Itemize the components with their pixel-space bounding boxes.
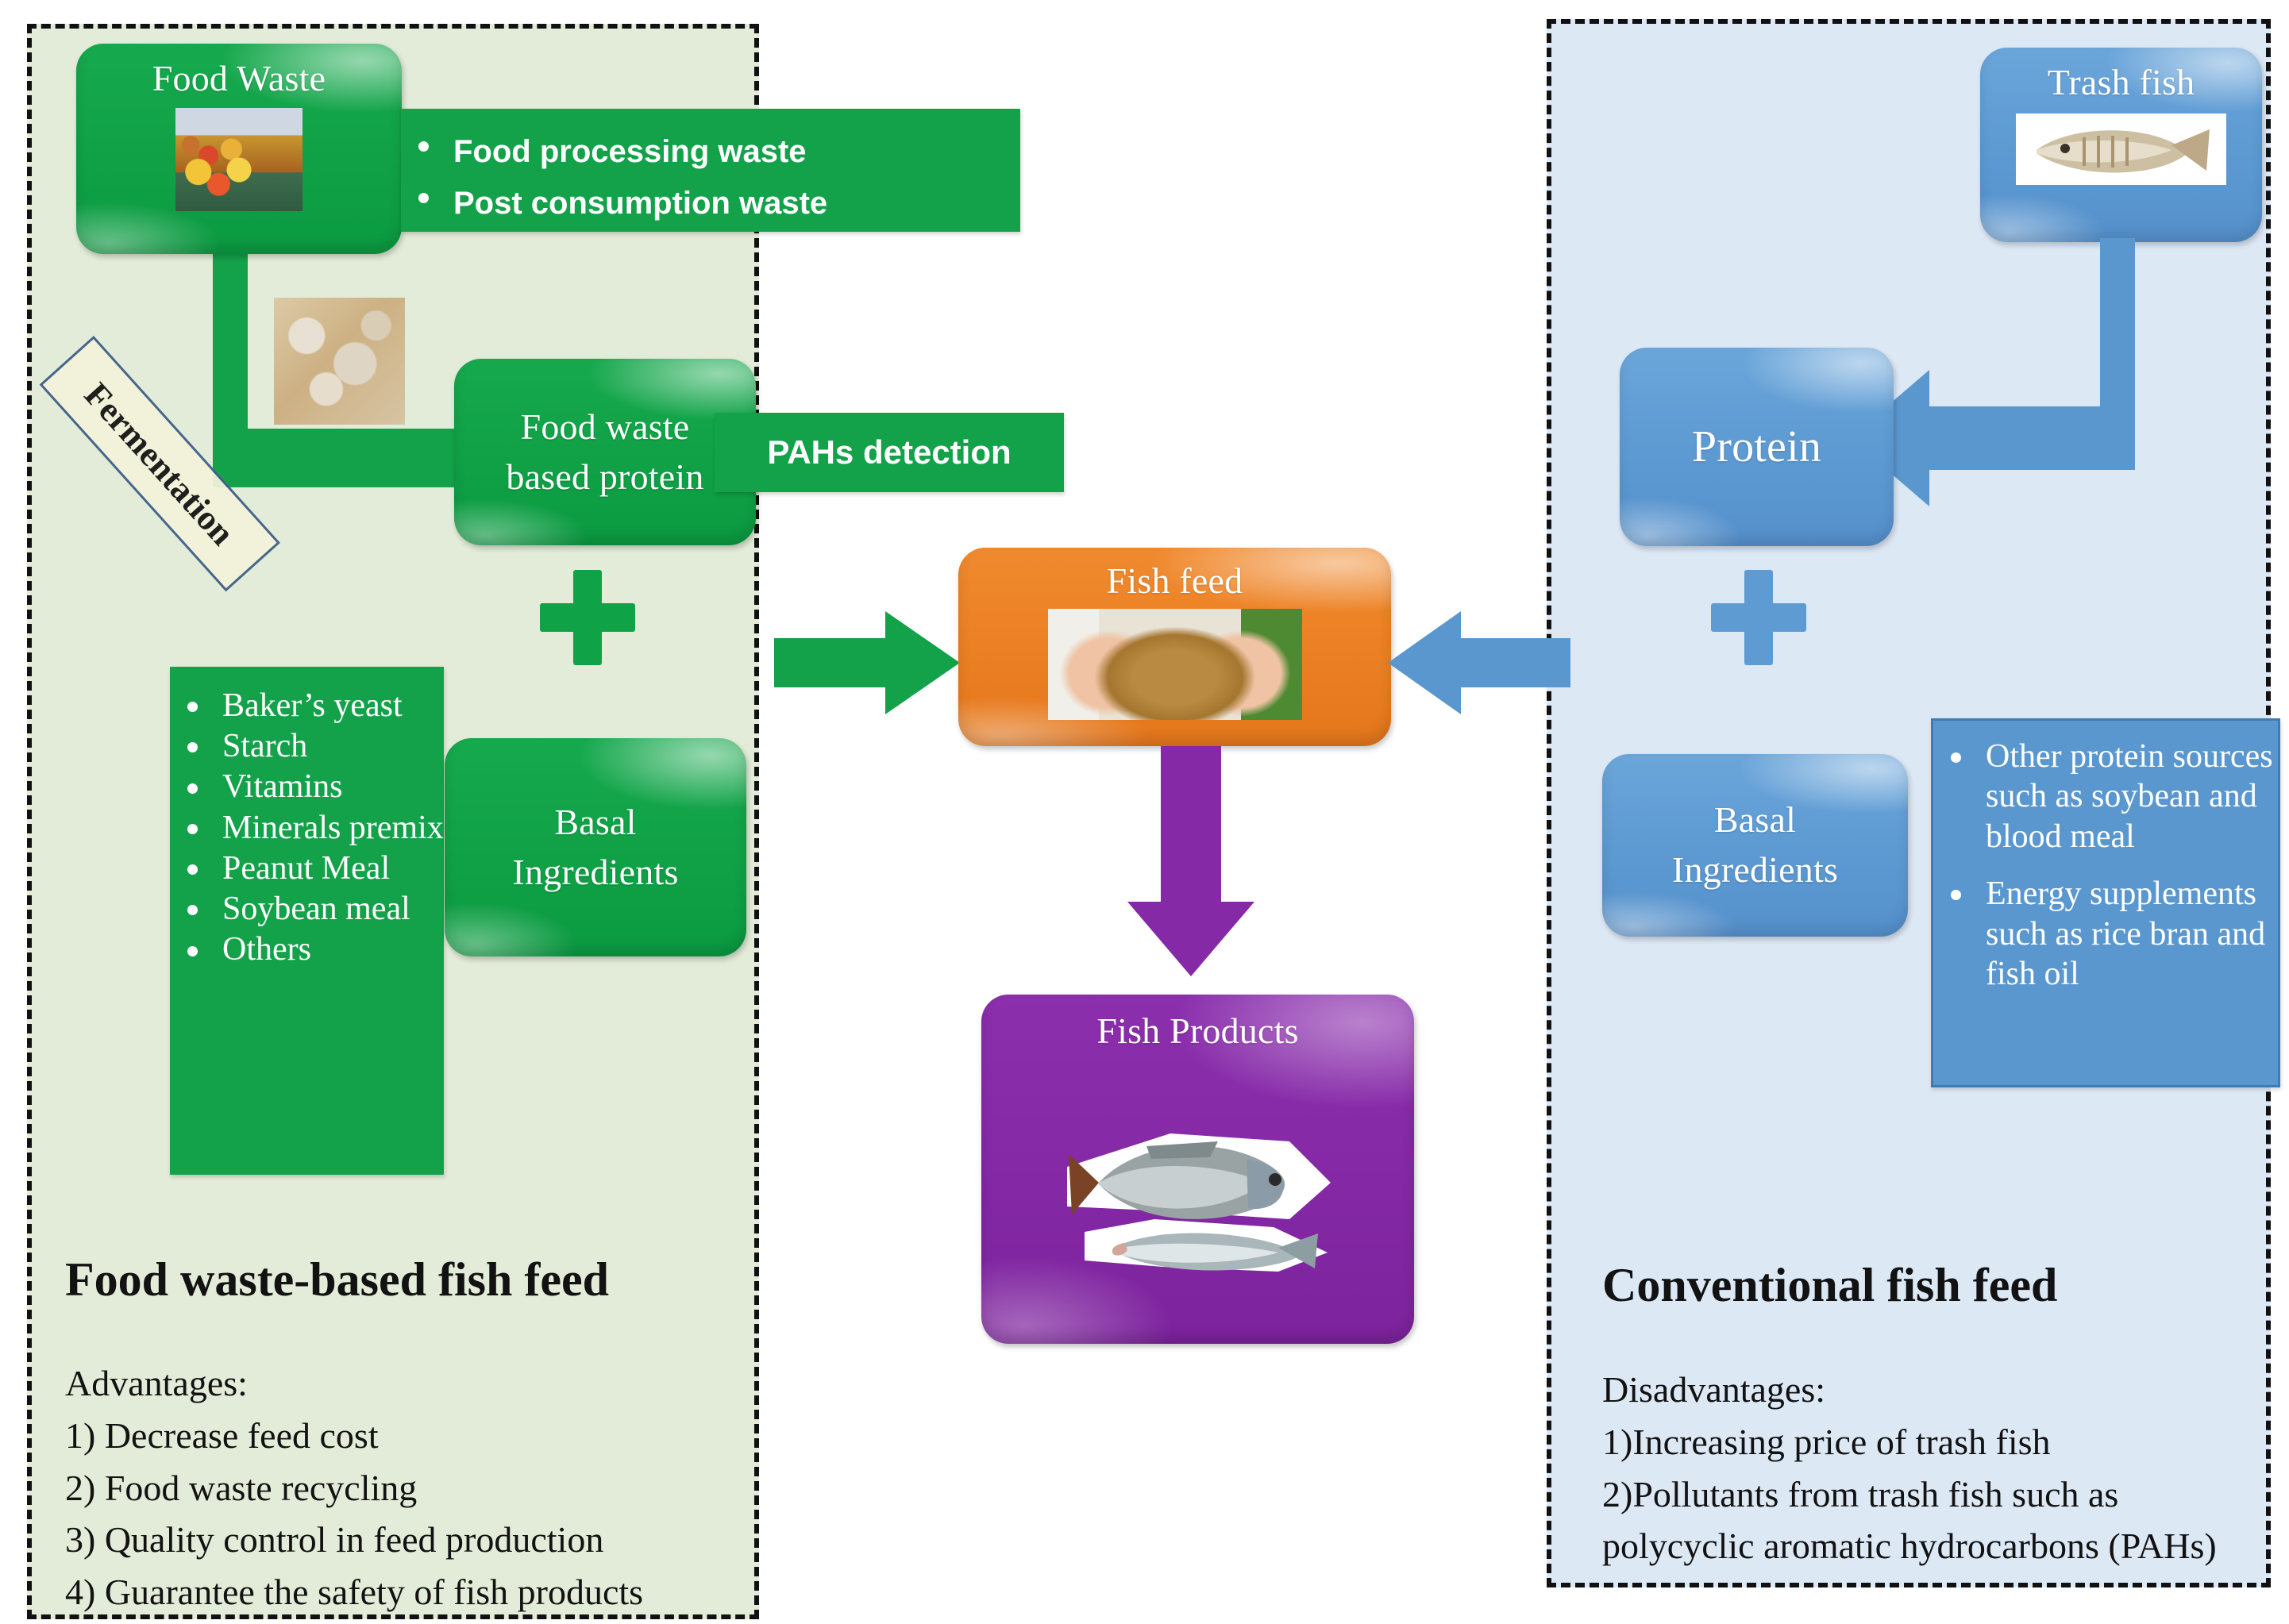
left-list-line: 4) Guarantee the safety of fish products bbox=[65, 1572, 644, 1613]
node-food-waste-based-protein[interactable]: Food waste based protein bbox=[454, 359, 756, 545]
right-list-line: polycyclic aromatic hydrocarbons (PAHs) bbox=[1602, 1526, 2217, 1567]
arrow-feed-to-products bbox=[1127, 746, 1254, 976]
fermentation-culture-photo bbox=[274, 298, 405, 425]
left-list-line: 1) Decrease feed cost bbox=[65, 1414, 379, 1456]
protein-label: Protein bbox=[1691, 421, 1822, 471]
ingredient-item: Others bbox=[170, 929, 444, 970]
node-basal-ingredients-left[interactable]: Basal Ingredients bbox=[445, 738, 746, 956]
fw-protein-label-line2: based protein bbox=[506, 456, 704, 497]
node-protein[interactable]: Protein bbox=[1620, 348, 1894, 546]
basal-right-label-line2: Ingredients bbox=[1671, 849, 1839, 890]
trash-fish-label: Trash fish bbox=[2047, 62, 2195, 102]
node-fish-products[interactable]: Fish Products bbox=[981, 995, 1414, 1344]
connector-foodwaste-down bbox=[213, 251, 248, 464]
left-panel-title: Food waste-based fish feed bbox=[65, 1253, 609, 1306]
feed-pellets-photo bbox=[1047, 608, 1302, 720]
node-ingredients-left: Baker’s yeast Starch Vitamins Minerals p… bbox=[170, 667, 444, 1175]
right-list-header: Disadvantages: bbox=[1602, 1369, 1826, 1410]
tilapia-and-fish-photo bbox=[1066, 1133, 1331, 1272]
left-list-header: Advantages: bbox=[65, 1363, 248, 1403]
ingredient-item-right: Other protein sources such as soybean an… bbox=[1933, 737, 2278, 856]
basal-right-label-line1: Basal bbox=[1713, 799, 1797, 841]
fw-protein-label-line1: Food waste bbox=[520, 406, 690, 447]
fish-products-label: Fish Products bbox=[1096, 1010, 1299, 1051]
food-waste-photo bbox=[175, 107, 303, 211]
waste-type-item: Post consumption waste bbox=[401, 178, 1020, 229]
node-ingredients-right: Other protein sources such as soybean an… bbox=[1931, 718, 2280, 1087]
node-fish-feed[interactable]: Fish feed bbox=[958, 548, 1391, 746]
left-panel-advantages: Advantages: 1) Decrease feed cost 2) Foo… bbox=[65, 1357, 643, 1618]
arrow-left-to-fish-feed bbox=[774, 611, 960, 714]
connector-fermentation-horizontal bbox=[213, 429, 467, 487]
node-pahs-detection: PAHs detection bbox=[715, 413, 1064, 492]
node-trash-fish[interactable]: Trash fish bbox=[1980, 48, 2262, 242]
trash-fish-photo bbox=[2016, 113, 2226, 185]
plus-sign-left bbox=[540, 570, 635, 665]
left-list-line: 3) Quality control in feed production bbox=[65, 1519, 604, 1561]
right-list-line: 1)Increasing price of trash fish bbox=[1602, 1421, 2051, 1462]
basal-left-label-line2: Ingredients bbox=[512, 851, 679, 892]
ingredient-item: Peanut Meal bbox=[170, 849, 444, 889]
ingredient-item: Vitamins bbox=[170, 767, 444, 807]
arrow-right-to-fish-feed bbox=[1388, 611, 1570, 714]
right-panel-title: Conventional fish feed bbox=[1602, 1259, 2058, 1311]
right-list-line: 2)Pollutants from trash fish such as bbox=[1602, 1473, 2119, 1514]
left-list-line: 2) Food waste recycling bbox=[65, 1467, 418, 1508]
right-panel-disadvantages: Disadvantages: 1)Increasing price of tra… bbox=[1602, 1364, 2217, 1572]
ingredient-item: Starch bbox=[170, 726, 444, 767]
fish-feed-label: Fish feed bbox=[1106, 560, 1243, 601]
ingredient-item: Minerals premix bbox=[170, 808, 444, 849]
node-basal-ingredients-right[interactable]: Basal Ingredients bbox=[1602, 754, 1908, 937]
ingredient-item: Baker’s yeast bbox=[170, 686, 444, 726]
basal-left-label-line1: Basal bbox=[554, 801, 637, 842]
ingredient-item-right: Energy supplements such as rice bran and… bbox=[1933, 874, 2278, 994]
ingredient-item: Soybean meal bbox=[170, 889, 444, 929]
plus-sign-right bbox=[1711, 570, 1806, 665]
waste-type-item: Food processing waste bbox=[401, 126, 1020, 178]
node-food-waste[interactable]: Food Waste bbox=[76, 44, 402, 254]
node-waste-types: Food processing waste Post consumption w… bbox=[401, 109, 1020, 232]
pahs-detection-label: PAHs detection bbox=[767, 433, 1012, 471]
arrowhead-to-protein bbox=[1850, 370, 1993, 506]
node-food-waste-label: Food Waste bbox=[152, 58, 326, 98]
